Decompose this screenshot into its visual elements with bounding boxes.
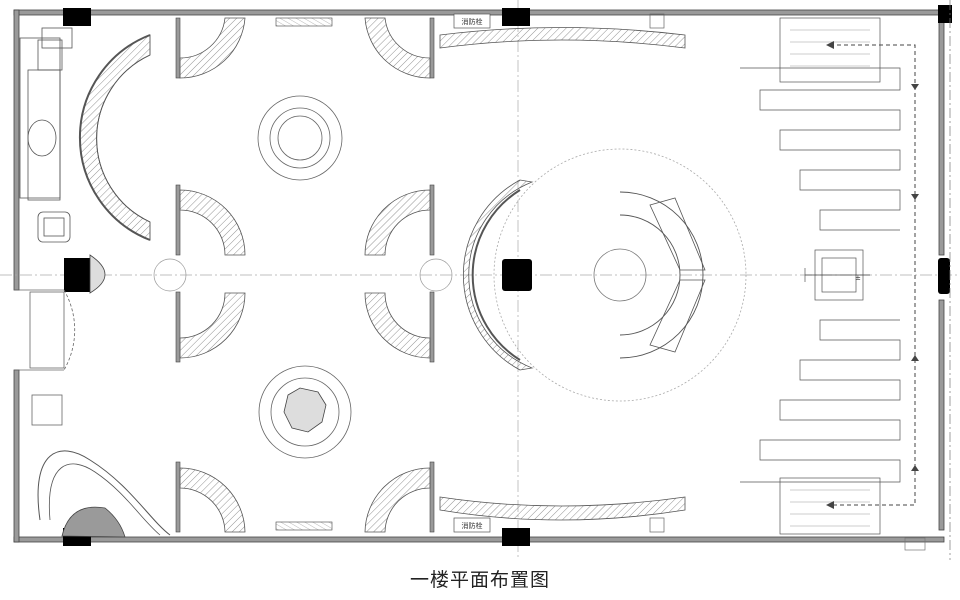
axis-lines: [0, 0, 960, 560]
drawing-title: 一楼平面布置图: [409, 569, 550, 591]
column-center: [502, 259, 532, 291]
level-mark: ±: [855, 274, 861, 282]
staircase-treads-bottom: [790, 489, 870, 527]
floor-plan: 消防栓 消防栓 ±: [0, 0, 960, 560]
column-top-right: [938, 5, 952, 23]
structural-columns: [63, 5, 952, 546]
column-top-left: [63, 8, 91, 26]
reception-area: [19, 27, 73, 201]
outer-walls: [13, 9, 945, 543]
curved-bench-bottom-left: [37, 450, 171, 538]
svg-text:消防栓: 消防栓: [462, 521, 483, 530]
round-table-top: [257, 95, 343, 181]
exterior-marks: [904, 0, 951, 560]
cabinet-tag-top: 消防栓: [453, 13, 491, 29]
armchair: [37, 211, 71, 243]
column-left-cap: [89, 254, 106, 294]
curved-display-wall-left: [79, 34, 151, 241]
curved-display-top: [439, 27, 686, 49]
entrance-door: [14, 289, 76, 426]
stair-direction-arrows: [830, 44, 916, 506]
curved-display-bottom: [439, 496, 686, 521]
column-bottom-mid: [502, 528, 530, 546]
column-right-mid: [938, 258, 950, 294]
staircase-treads-top: [790, 29, 870, 67]
small-fixtures: [649, 13, 665, 533]
arrow-heads: [826, 41, 919, 509]
grand-staircase: [740, 17, 901, 535]
quarter-display-units: [179, 17, 431, 533]
partition-walls: [175, 17, 435, 533]
column-top-mid: [502, 8, 530, 26]
cabinet-tag-bottom: 消防栓: [453, 517, 491, 533]
column-left-mid: [64, 258, 90, 292]
small-circles: [153, 258, 453, 292]
central-rotunda: [463, 148, 747, 402]
svg-text:消防栓: 消防栓: [462, 17, 483, 26]
round-table-bottom: [258, 365, 352, 459]
